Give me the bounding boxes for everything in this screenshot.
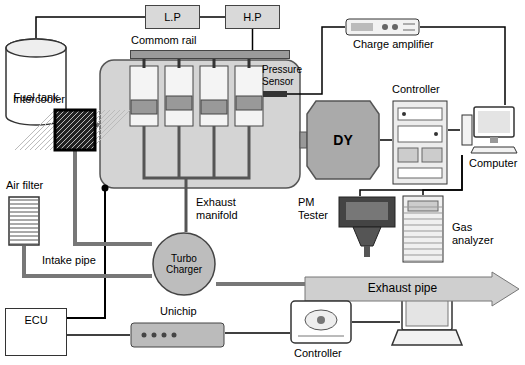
signal-wire	[200, 16, 225, 18]
controller-device: Controller	[290, 300, 352, 344]
node-label: Computer	[469, 157, 517, 170]
node-label: Gas analyzer	[452, 221, 508, 246]
controller-device-shape	[290, 300, 352, 344]
node-label: Intercooler	[13, 93, 65, 106]
signal-wire	[380, 139, 392, 141]
node-label: Controller	[294, 347, 342, 360]
node-label: Commom rail	[131, 34, 196, 47]
pipe-connector	[75, 150, 152, 244]
part-label: Intake pipe	[42, 254, 96, 267]
charge-amplifier-shape	[345, 18, 420, 36]
pm-tester-shape	[338, 196, 396, 258]
node-label: Exhaust pipe	[368, 282, 437, 296]
unichip-shape	[130, 322, 225, 348]
computer: Computer	[460, 105, 518, 155]
node-label: Air filter	[6, 179, 43, 192]
signal-wire	[36, 17, 145, 38]
node-label: L.P	[164, 11, 181, 24]
air-filter-shape	[8, 196, 40, 246]
node-label: Charge amplifier	[353, 38, 434, 51]
dynamometer: DY	[306, 100, 380, 180]
node-label: H.P	[243, 11, 261, 24]
node-label: ECU	[24, 314, 47, 327]
node-label: Controller	[392, 83, 440, 96]
air-filter: Air filter	[8, 196, 40, 246]
pump-box: H.P	[225, 5, 280, 29]
part-label: Exhaust manifold	[196, 196, 256, 221]
part-label: Pressure Sensor	[262, 64, 312, 87]
signal-wire	[67, 334, 130, 336]
node-label: DY	[333, 132, 352, 148]
ecu-box: ECU	[5, 308, 67, 356]
turbo-charger: Turbo Charger	[152, 232, 216, 296]
signal-wire	[448, 129, 460, 131]
computer-shape	[460, 105, 518, 155]
charge-amplifier: Charge amplifier	[345, 18, 420, 36]
controller-rack: Controller	[392, 100, 448, 185]
intercooler: Intercooler	[55, 110, 95, 150]
intercooler-shape	[55, 110, 95, 150]
pump-box: L.P	[145, 5, 200, 29]
unichip: Unichip	[130, 322, 225, 348]
node-label: Turbo Charger	[158, 253, 210, 276]
pipe-connector	[24, 246, 152, 276]
gas-analyzer-shape	[402, 195, 444, 263]
signal-wire	[252, 29, 254, 50]
node-label: PM Tester	[298, 196, 334, 221]
pm-tester: PM Tester	[338, 196, 396, 258]
pipe-connector	[216, 282, 305, 286]
node-label: Unichip	[160, 305, 197, 318]
common-rail: Commom rail	[130, 50, 290, 59]
controller-rack-shape	[392, 100, 448, 185]
gas-analyzer: Gas analyzer	[402, 195, 444, 263]
signal-wire	[225, 332, 290, 334]
